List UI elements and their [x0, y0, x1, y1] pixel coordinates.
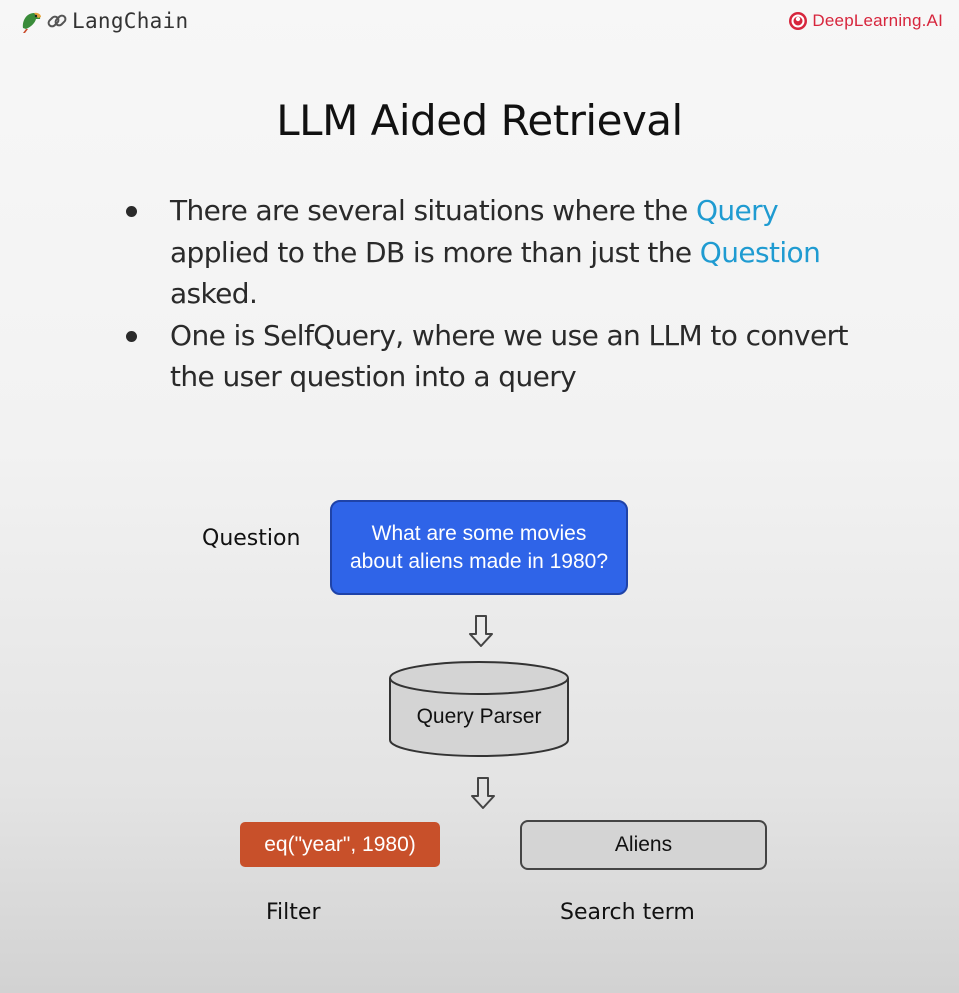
bullet-list: There are several situations where the Q… — [120, 190, 860, 398]
question-text: What are some movies about aliens made i… — [349, 521, 609, 573]
bullet-text-part: asked. — [170, 277, 258, 310]
bullet-text: One is SelfQuery, where we use an LLM to… — [170, 318, 849, 394]
bullet-item: There are several situations where the Q… — [120, 190, 860, 315]
down-arrow-icon — [471, 777, 495, 809]
parrot-icon — [22, 12, 41, 33]
bullet-item: One is SelfQuery, where we use an LLM to… — [120, 315, 860, 398]
query-highlight: Query — [695, 194, 779, 227]
deeplearning-ai-logo-text: DeepLearning.AI — [812, 11, 943, 30]
deeplearning-ai-icon — [789, 12, 808, 30]
query-parser-label: Query Parser — [416, 705, 542, 728]
bullet-dot — [126, 206, 137, 217]
filter-box: eq("year", 1980) — [240, 822, 440, 867]
query-parser-database-shape — [389, 661, 569, 757]
bullet-text-part: There are several situations where the — [170, 194, 696, 227]
question-box: What are some movies about aliens made i… — [330, 500, 628, 595]
langchain-logo: LangChain — [18, 6, 189, 36]
question-label: Question — [202, 526, 301, 551]
deeplearning-ai-logo: DeepLearning.AI — [788, 8, 943, 34]
down-arrow-icon — [469, 615, 493, 647]
chain-link-icon — [47, 14, 67, 28]
bullet-text-part: applied to the DB is more than just the — [170, 235, 700, 269]
search-term-label: Search term — [560, 900, 695, 925]
question-highlight: Question — [699, 235, 821, 269]
slide-title: LLM Aided Retrieval — [276, 96, 683, 145]
search-term-box: Aliens — [520, 820, 767, 870]
langchain-logo-text: LangChain — [72, 9, 189, 33]
bullet-dot — [126, 330, 137, 342]
search-term-value: Aliens — [614, 833, 673, 856]
filter-value: eq("year", 1980) — [264, 832, 416, 856]
filter-label: Filter — [266, 900, 321, 925]
